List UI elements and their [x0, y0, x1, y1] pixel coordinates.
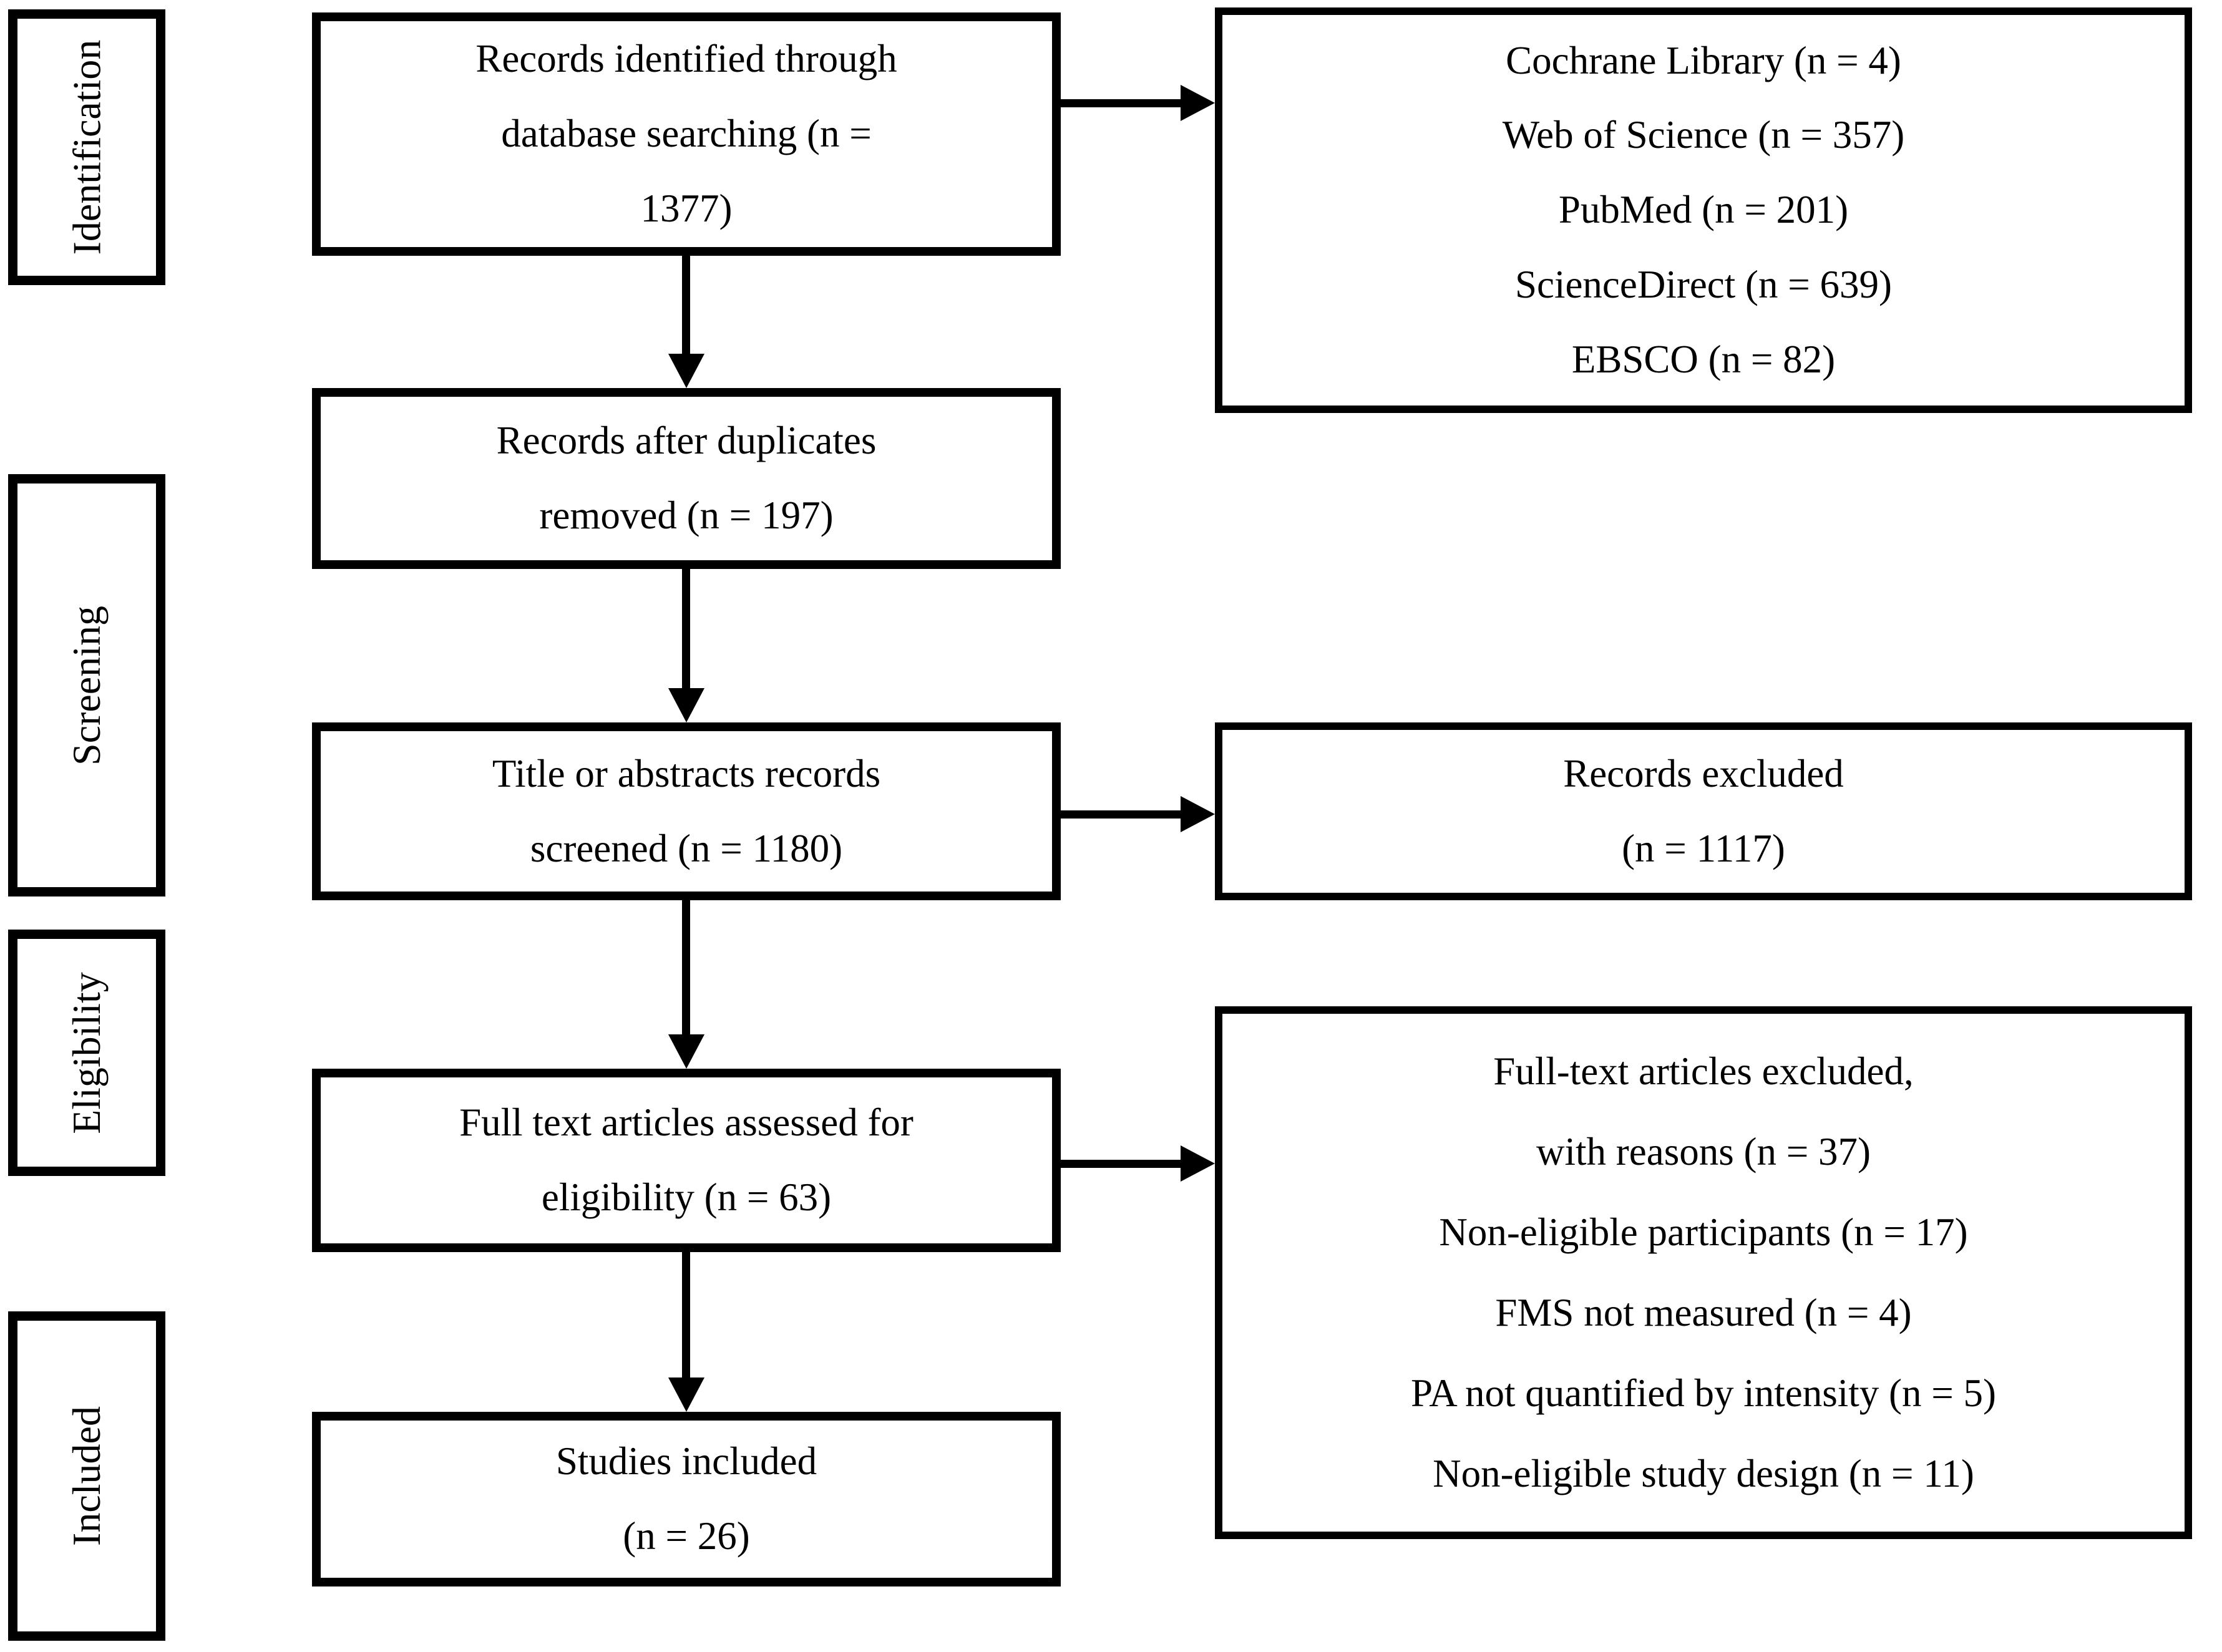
- side-box-database-counts: Cochrane Library (n = 4) Web of Science …: [1215, 7, 2192, 413]
- arrow-head-down-icon: [668, 1034, 704, 1069]
- side-box-fulltext-excluded: Full-text articles excluded, with reason…: [1215, 1006, 2192, 1539]
- stage-box-screening: Screening: [8, 474, 165, 896]
- side-box-records-excluded: Records excluded (n = 1117): [1215, 722, 2192, 900]
- stage-label-included: Included: [64, 1406, 109, 1546]
- arrow-head-right-icon: [1181, 85, 1215, 121]
- arrow-head-right-icon: [1181, 1145, 1215, 1182]
- flow-box-records-screened-text: Title or abstracts records screened (n =…: [492, 751, 881, 870]
- flow-box-studies-included: Studies included (n = 26): [312, 1412, 1061, 1586]
- flow-box-duplicates-removed-text: Records after duplicates removed (n = 19…: [496, 419, 877, 537]
- stage-label-identification: Identification: [64, 39, 109, 255]
- arrow-shaft: [1061, 99, 1182, 107]
- arrow-shaft: [1061, 1160, 1182, 1168]
- stage-label-screening: Screening: [64, 605, 109, 765]
- arrow-head-down-icon: [668, 688, 704, 722]
- arrow-head-down-icon: [668, 1377, 704, 1412]
- side-box-records-excluded-text: Records excluded (n = 1117): [1563, 751, 1844, 870]
- stage-box-identification: Identification: [8, 9, 165, 285]
- side-box-database-counts-text: Cochrane Library (n = 4) Web of Science …: [1502, 38, 1905, 381]
- side-box-fulltext-excluded-text: Full-text articles excluded, with reason…: [1411, 1049, 1996, 1496]
- flow-box-studies-included-text: Studies included (n = 26): [555, 1439, 817, 1558]
- arrow-head-down-icon: [668, 354, 704, 388]
- arrow-head-right-icon: [1181, 796, 1215, 832]
- flow-box-records-screened: Title or abstracts records screened (n =…: [312, 722, 1061, 900]
- flow-box-duplicates-removed: Records after duplicates removed (n = 19…: [312, 388, 1061, 569]
- arrow-shaft: [682, 900, 690, 1036]
- flow-box-records-identified-text: Records identified through database sear…: [475, 37, 897, 230]
- stage-label-eligibility: Eligibility: [64, 971, 109, 1134]
- arrow-shaft: [682, 256, 690, 356]
- stage-box-included: Included: [8, 1311, 165, 1641]
- arrow-shaft: [1061, 810, 1182, 819]
- arrow-shaft: [682, 569, 690, 690]
- flow-box-fulltext-assessed-text: Full text articles assessed for eligibil…: [459, 1101, 914, 1219]
- flow-box-records-identified: Records identified through database sear…: [312, 12, 1061, 256]
- arrow-shaft: [682, 1252, 690, 1379]
- stage-box-eligibility: Eligibility: [8, 930, 165, 1176]
- flow-box-fulltext-assessed: Full text articles assessed for eligibil…: [312, 1069, 1061, 1252]
